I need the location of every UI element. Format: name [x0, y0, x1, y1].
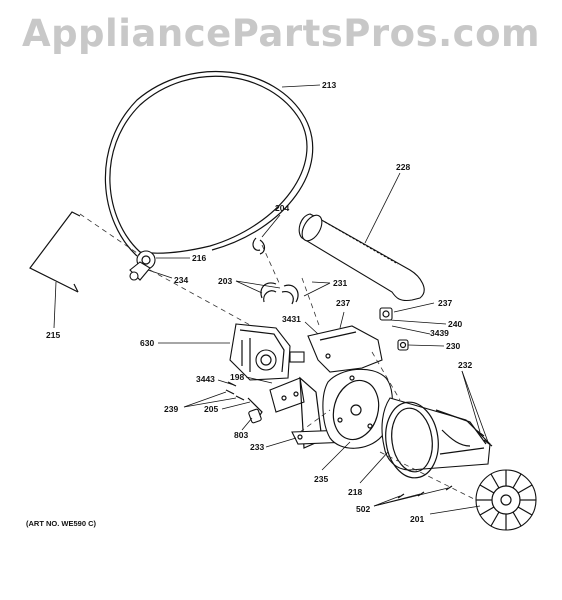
blower-wheel [475, 469, 537, 531]
label-3439: 3439 [430, 328, 449, 338]
label-215: 215 [46, 330, 60, 340]
label-216: 216 [192, 253, 206, 263]
label-204: 204 [275, 203, 289, 213]
label-198: 198 [230, 372, 244, 382]
label-240: 240 [448, 319, 462, 329]
label-234: 234 [174, 275, 188, 285]
label-803: 803 [234, 430, 248, 440]
label-230: 230 [446, 341, 460, 351]
blower-gasket-frame [381, 397, 491, 479]
label-213: 213 [322, 80, 336, 90]
label-232: 232 [458, 360, 472, 370]
clip-204 [252, 237, 266, 255]
label-3443: 3443 [196, 374, 215, 384]
motor-mount [269, 376, 323, 449]
screws-239 [225, 381, 245, 401]
idler-pulley [129, 250, 156, 281]
label-235: 235 [314, 474, 328, 484]
watermark: AppliancePartsPros.com [21, 12, 541, 55]
label-237-right: 237 [438, 298, 452, 308]
exhaust-duct [298, 213, 425, 302]
label-201: 201 [410, 514, 424, 524]
screws-502 [397, 485, 453, 499]
thermal-switch [379, 307, 409, 351]
label-218: 218 [348, 487, 362, 497]
support-rod [29, 211, 81, 293]
label-203: 203 [218, 276, 232, 286]
label-231: 231 [333, 278, 347, 288]
label-239: 239 [164, 404, 178, 414]
heat-shield [307, 325, 383, 373]
label-630: 630 [140, 338, 154, 348]
drive-motor [229, 323, 305, 381]
label-502: 502 [356, 504, 370, 514]
art-number: (ART NO. WE590 C) [26, 519, 97, 528]
wire-harness [247, 397, 263, 424]
drive-belt [104, 71, 314, 257]
screws-232 [475, 429, 493, 447]
label-233: 233 [250, 442, 264, 452]
label-205: 205 [204, 404, 218, 414]
label-228: 228 [396, 162, 410, 172]
label-237-top: 237 [336, 298, 350, 308]
blower-housing [322, 368, 393, 449]
label-3431: 3431 [282, 314, 301, 324]
